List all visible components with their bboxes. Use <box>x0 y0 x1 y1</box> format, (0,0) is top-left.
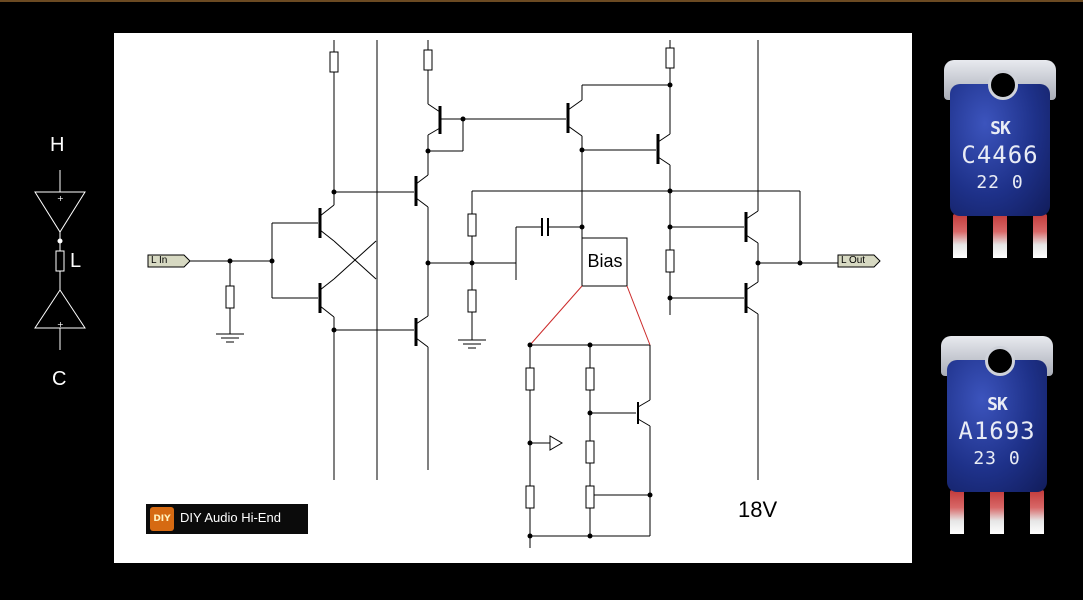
mounting-hole-icon <box>985 346 1015 376</box>
svg-text:+: + <box>57 320 64 329</box>
input-port-label: L In <box>151 255 168 266</box>
transistor-a1693: SK A1693 23 0 <box>941 336 1053 534</box>
side-label-h: H <box>50 134 65 156</box>
transistor-part-number: A1693 <box>958 417 1036 445</box>
side-label-l: L <box>70 250 82 272</box>
mounting-hole-icon <box>988 70 1018 100</box>
transistor-part-number: C4466 <box>961 141 1039 169</box>
transistor-logo: SK <box>990 118 1011 139</box>
transistor-pin <box>1033 214 1047 258</box>
input-port-shape <box>147 254 191 268</box>
transistor-pin <box>990 490 1004 534</box>
side-label-c: C <box>52 368 67 390</box>
diy-audio-logo: DIY DIY Audio Hi-End <box>146 504 308 534</box>
transistor-body <box>950 84 1050 216</box>
transistor-body <box>947 360 1047 492</box>
transistor-logo: SK <box>987 394 1008 415</box>
transistor-pin <box>950 490 964 534</box>
supply-voltage-label: 18V <box>738 497 778 522</box>
output-port-shape <box>837 254 881 268</box>
svg-text:+: + <box>57 194 64 203</box>
transistor-c4466: SK C4466 22 0 <box>944 60 1056 258</box>
logo-mark-icon: DIY <box>150 507 174 531</box>
top-rule <box>0 0 1083 2</box>
transistor-pin <box>1030 490 1044 534</box>
transistor-pin <box>953 214 967 258</box>
logo-text: DIY Audio Hi-End <box>180 510 281 525</box>
bias-block-label: Bias <box>587 251 623 271</box>
transistor-code: 23 0 <box>973 448 1021 469</box>
transistor-code: 22 0 <box>976 172 1024 193</box>
transistor-pin <box>993 214 1007 258</box>
output-port-label: L Out <box>841 255 866 266</box>
